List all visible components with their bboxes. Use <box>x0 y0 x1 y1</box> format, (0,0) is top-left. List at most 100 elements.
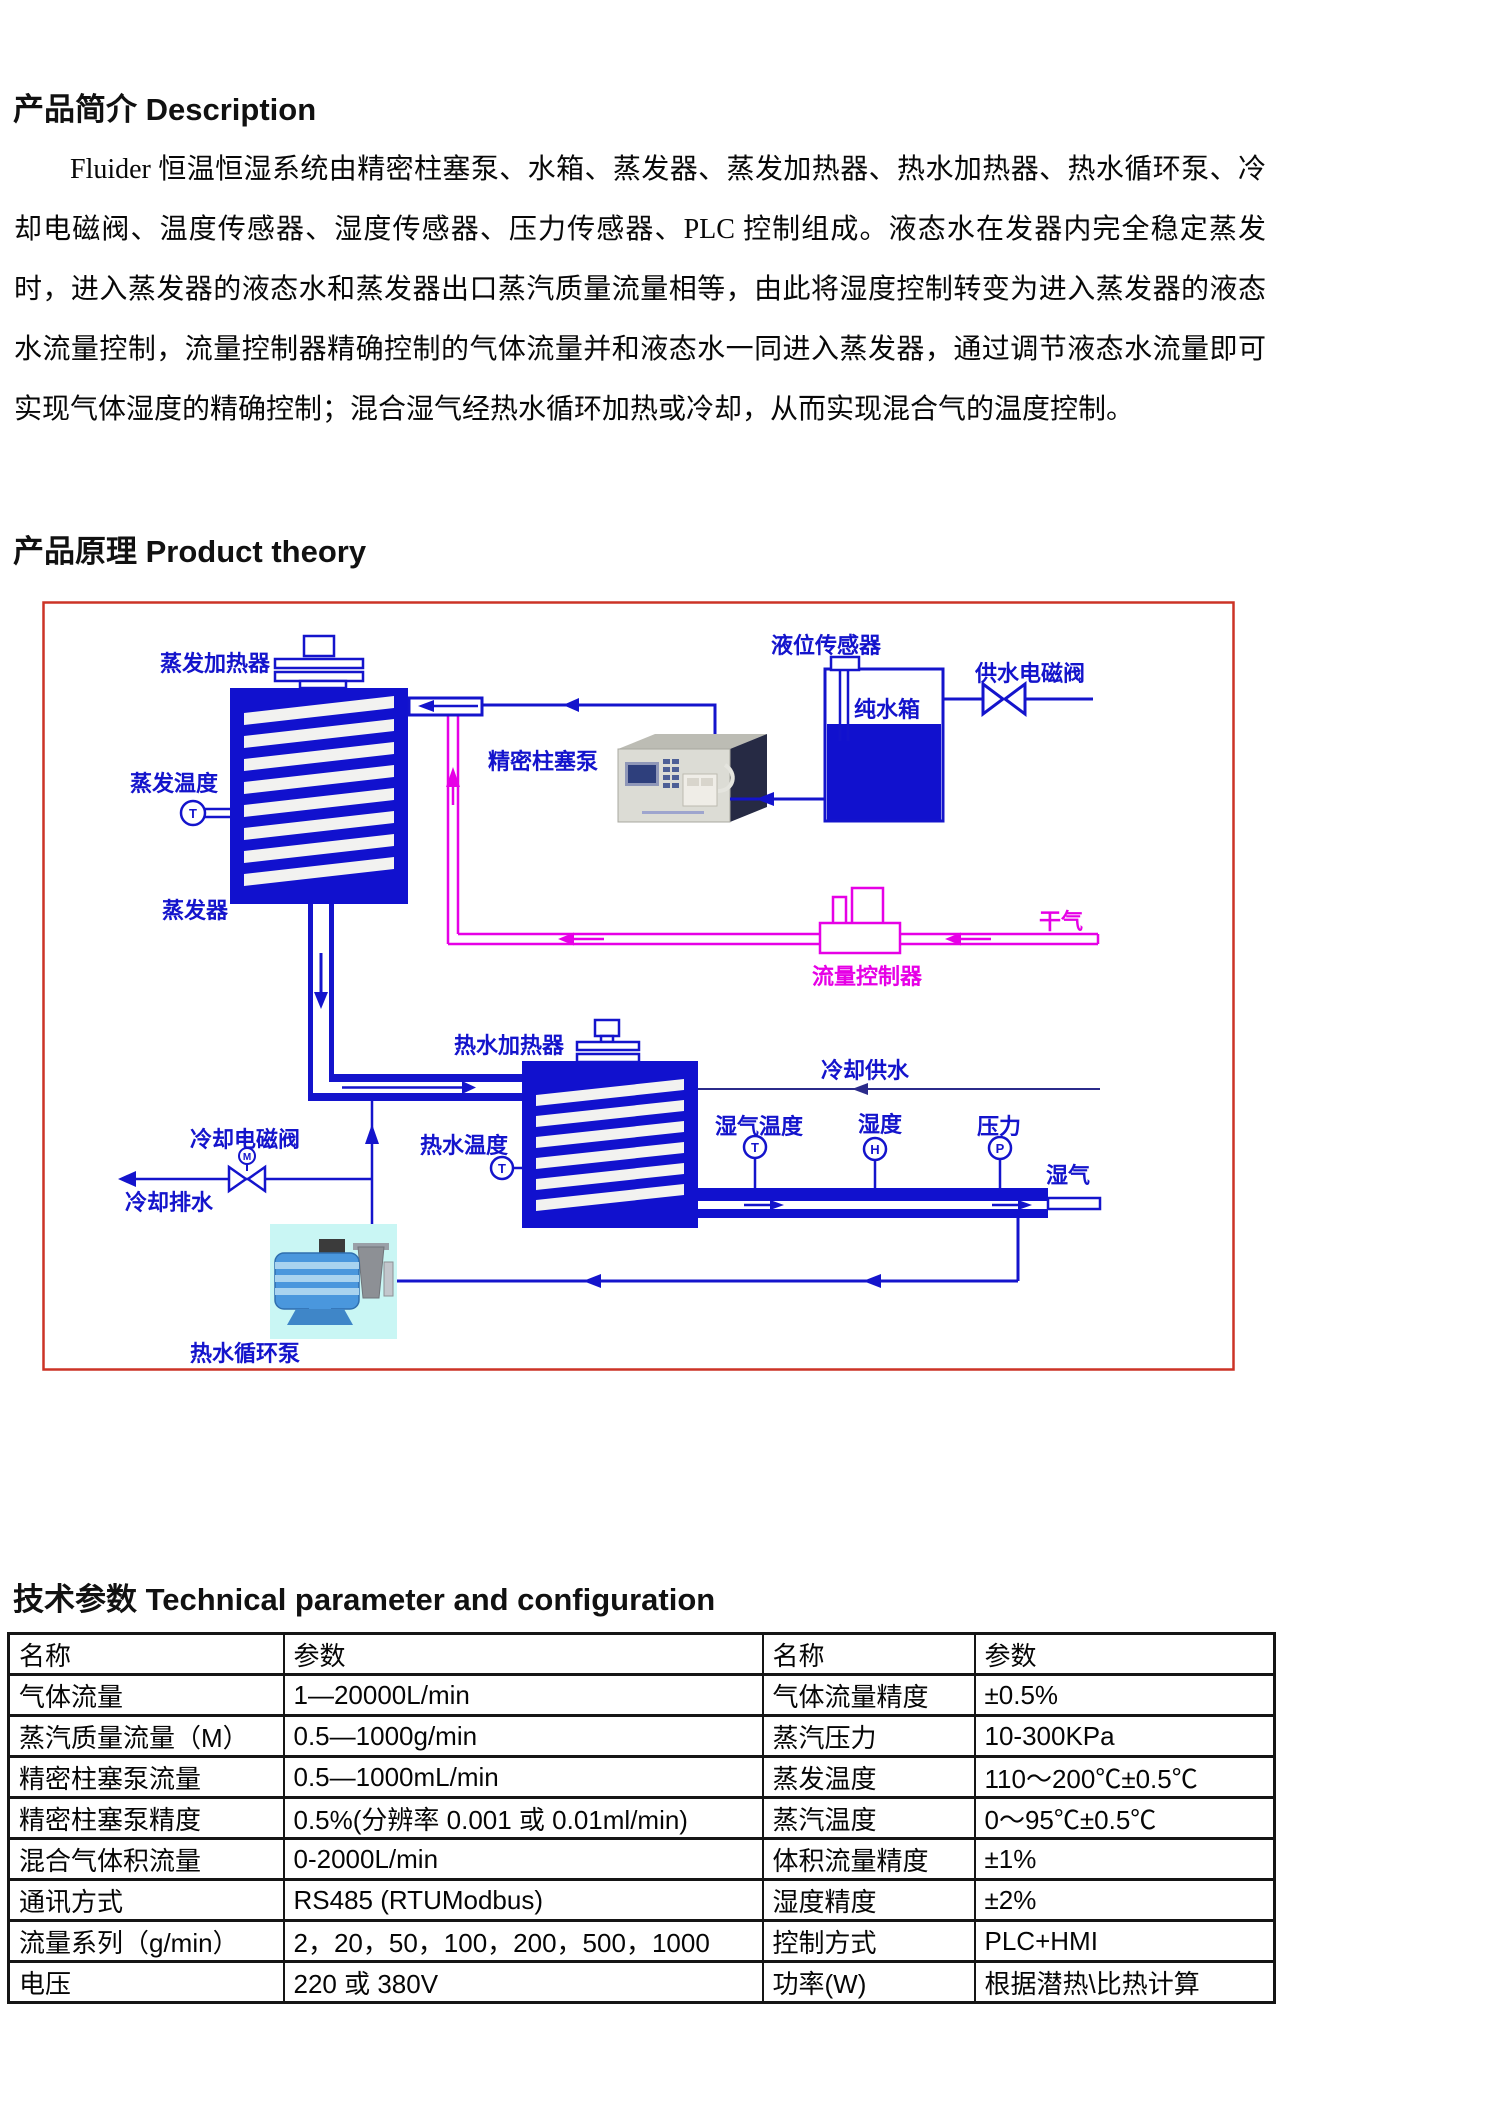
flow-arrow-left <box>418 700 434 712</box>
label-cooling-valve: 冷却电磁阀 <box>190 1127 300 1152</box>
flow-arrow-left <box>756 792 774 806</box>
cooling-solenoid-valve <box>227 1164 267 1194</box>
process-diagram-svg: T <box>42 601 1235 1371</box>
label-cooling-drain: 冷却排水 <box>125 1190 214 1215</box>
pump-suction-line <box>730 792 825 806</box>
humidity-tag: H <box>870 1142 879 1157</box>
cell: 2，20，50，100，200，500，1000 <box>282 1919 764 1963</box>
table-row: 通讯方式 RS485 (RTUModbus) 湿度精度 ±2% <box>7 1878 1276 1922</box>
wet-gas-outlet-pipe <box>1046 1196 1102 1211</box>
flow-arrow-left <box>563 698 579 712</box>
evaporation-temperature-sensor: T <box>179 799 230 827</box>
cell: 蒸汽压力 <box>761 1714 976 1758</box>
label-evap-heater: 蒸发加热器 <box>160 651 271 676</box>
table-row: 蒸汽质量流量（M） 0.5—1000g/min 蒸汽压力 10-300KPa <box>7 1714 1276 1758</box>
table-row: 混合气体积流量 0-2000L/min 体积流量精度 ±1% <box>7 1837 1276 1881</box>
label-evap-temp: 蒸发温度 <box>130 771 219 796</box>
cell: ±2% <box>973 1878 1276 1922</box>
cell: 流量系列（g/min） <box>7 1919 285 1963</box>
circulating-pump <box>270 1224 397 1339</box>
diagram-border <box>42 601 1235 1371</box>
flow-arrow-left <box>558 932 574 946</box>
flow-controller <box>818 886 902 955</box>
label-hot-water-heater: 热水加热器 <box>454 1033 565 1058</box>
label-hot-water-temp: 热水温度 <box>420 1133 509 1158</box>
wet-gas-temperature-sensor: T <box>742 1134 768 1188</box>
temperature-tag: T <box>498 1161 506 1176</box>
cell: PLC+HMI <box>973 1919 1276 1963</box>
hot-water-return-line <box>391 1218 1020 1288</box>
cell: 体积流量精度 <box>761 1837 976 1881</box>
label-flow-controller: 流量控制器 <box>812 964 923 989</box>
flow-arrow-right <box>1018 1200 1032 1210</box>
cell: 0.5%(分辨率 0.001 或 0.01ml/min) <box>282 1796 764 1840</box>
motor-valve-tag: M <box>243 1152 251 1163</box>
cell: 根据潜热\比热计算 <box>973 1960 1276 2004</box>
cooling-branch: M <box>118 1101 379 1247</box>
cell: 通讯方式 <box>7 1878 285 1922</box>
label-wet-gas: 湿气 <box>1046 1163 1090 1188</box>
cell: 110～200℃±0.5℃ <box>973 1755 1276 1799</box>
flow-arrow-up <box>365 1124 379 1144</box>
cell: ±0.5% <box>973 1673 1276 1717</box>
technical-parameter-table: 名称 参数 名称 参数 气体流量 1—20000L/min 气体流量精度 ±0.… <box>7 1632 1276 2004</box>
cell: 气体流量精度 <box>761 1673 976 1717</box>
column-header: 名称 <box>7 1632 285 1676</box>
cooling-supply-line <box>698 1083 1100 1095</box>
evaporator-coil <box>244 696 394 886</box>
pressure-sensor: P <box>987 1135 1013 1188</box>
piston-pump-instrument <box>617 734 767 823</box>
label-pressure: 压力 <box>977 1114 1021 1139</box>
column-header: 参数 <box>282 1632 764 1676</box>
cell: 0～95℃±0.5℃ <box>973 1796 1276 1840</box>
flow-arrow-left <box>945 932 961 946</box>
humidity-sensor: H <box>862 1136 888 1188</box>
column-header: 参数 <box>973 1632 1276 1676</box>
evaporator-vessel <box>230 688 408 904</box>
flow-arrow-right <box>462 1081 476 1094</box>
section-title-technical-parameter: 技术参数 Technical parameter and configurati… <box>13 1582 716 1617</box>
temperature-tag: T <box>751 1140 759 1155</box>
cell: 气体流量 <box>7 1673 285 1717</box>
flow-arrow-up <box>446 767 460 787</box>
wet-gas-duct <box>698 1188 1102 1218</box>
cell: 220 或 380V <box>282 1960 764 2004</box>
label-wet-gas-temp: 湿气温度 <box>715 1114 804 1139</box>
hot-water-heater-vessel <box>522 1061 698 1228</box>
table-row: 流量系列（g/min） 2，20，50，100，200，500，1000 控制方… <box>7 1919 1276 1963</box>
cell: 0.5—1000g/min <box>282 1714 764 1758</box>
cell: 蒸汽温度 <box>761 1796 976 1840</box>
cell: RS485 (RTUModbus) <box>282 1878 764 1922</box>
cell: 混合气体积流量 <box>7 1837 285 1881</box>
heater-coil <box>536 1079 684 1211</box>
flow-arrow-right <box>770 1200 784 1210</box>
hot-water-heater-symbol <box>575 1018 641 1064</box>
table-row: 电压 220 或 380V 功率(W) 根据潜热\比热计算 <box>7 1960 1276 2004</box>
evaporator-heater-symbol <box>273 634 365 690</box>
table-row: 气体流量 1—20000L/min 气体流量精度 ±0.5% <box>7 1673 1276 1717</box>
label-supply-valve: 供水电磁阀 <box>974 661 1085 686</box>
cell: 控制方式 <box>761 1919 976 1963</box>
pressure-tag: P <box>996 1141 1005 1156</box>
cell: 10-300KPa <box>973 1714 1276 1758</box>
cell: 0.5—1000mL/min <box>282 1755 764 1799</box>
flow-arrow-left <box>118 1171 136 1187</box>
cell: 蒸发温度 <box>761 1755 976 1799</box>
process-diagram: T <box>42 601 1235 1371</box>
table-row: 精密柱塞泵精度 0.5%(分辨率 0.001 或 0.01ml/min) 蒸汽温… <box>7 1796 1276 1840</box>
evaporator-downpipe <box>308 904 522 1101</box>
dry-gas-circuit <box>446 713 1100 946</box>
cell: 精密柱塞泵流量 <box>7 1755 285 1799</box>
column-header: 名称 <box>761 1632 976 1676</box>
label-circulating-pump: 热水循环泵 <box>190 1341 300 1366</box>
flow-arrow-left <box>852 1083 868 1095</box>
intro-paragraph: Fluider 恒温恒湿系统由精密柱塞泵、水箱、蒸发器、蒸发加热器、热水加热器、… <box>14 154 1266 425</box>
supply-solenoid-valve <box>943 681 1093 717</box>
cell: 湿度精度 <box>761 1878 976 1922</box>
pump-tubing <box>717 763 735 793</box>
hot-water-temperature-sensor: T <box>489 1155 522 1181</box>
cell: 1—20000L/min <box>282 1673 764 1717</box>
table-header-row: 名称 参数 名称 参数 <box>7 1632 1276 1676</box>
cell: 电压 <box>7 1960 285 2004</box>
